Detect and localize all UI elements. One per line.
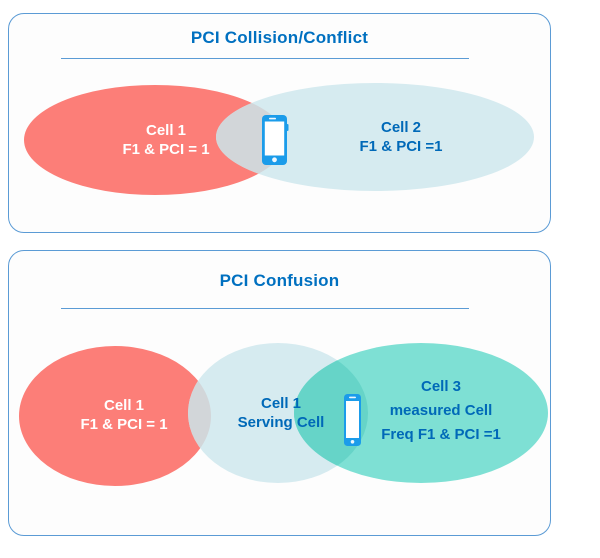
cell2-label: Cell 2 F1 & PCI =1	[359, 119, 443, 155]
cell1-ellipse	[24, 85, 286, 195]
title-underline	[61, 58, 469, 59]
panel-title-collision: PCI Collision/Conflict	[190, 28, 369, 47]
phone-icon	[344, 394, 361, 446]
panel-pci-confusion: PCI Confusion Cell 1 F1 & PCI = 1 Cell 1…	[8, 250, 551, 536]
cell1-ellipse	[19, 346, 211, 486]
title-underline	[61, 308, 469, 309]
cell1-label: Cell 1 F1 & PCI = 1	[80, 397, 168, 433]
cell3-ellipse	[294, 343, 548, 483]
panel-title-confusion: PCI Confusion	[219, 271, 340, 290]
cell3-label: Cell 3 measured Cell Freq F1 & PCI =1	[381, 378, 501, 443]
cell1-label: Cell 1 F1 & PCI = 1	[122, 122, 210, 158]
phone-icon	[262, 115, 289, 165]
venn-confusion	[19, 343, 548, 486]
panel-pci-collision: PCI Collision/Conflict Cell 1 F1 & PCI =…	[8, 13, 551, 233]
cell2-ellipse	[216, 83, 534, 191]
serving-cell-label: Cell 1 Serving Cell	[237, 395, 325, 431]
venn-collision	[24, 83, 534, 195]
